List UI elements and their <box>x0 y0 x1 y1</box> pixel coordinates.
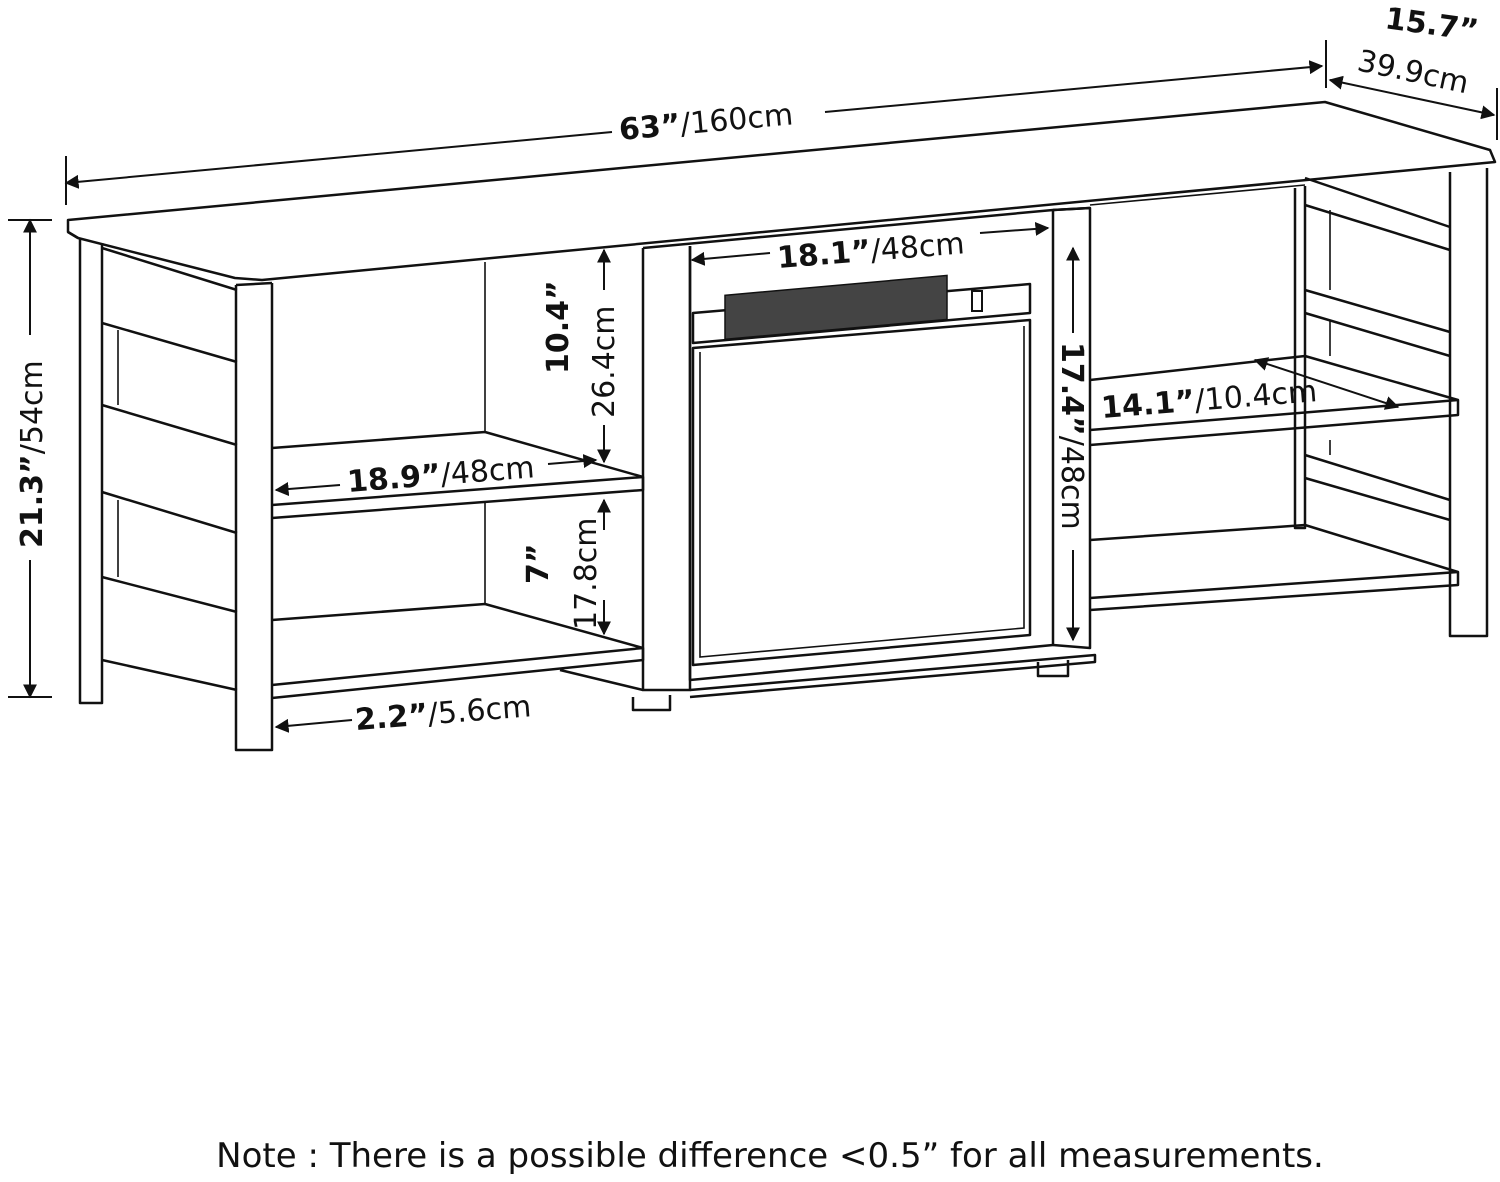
lower-shelf-height-label-inches: 7” <box>521 543 556 584</box>
dimension-lines <box>8 40 1498 733</box>
upper-shelf-height-label-cm: 26.4cm <box>587 305 622 418</box>
fireplace-height-label: 17.4”/48cm <box>1054 342 1089 530</box>
height-label: 21.3”/54cm <box>15 360 50 548</box>
upper-shelf-height-label-inches: 10.4” <box>541 280 576 374</box>
depth-label-cm: 39.9cm <box>1354 44 1471 102</box>
depth-label-inches: 15.7” <box>1383 1 1481 49</box>
tv-stand-illustration <box>66 100 1497 752</box>
lower-shelf-height-label-cm: 17.8cm <box>569 517 604 630</box>
right-shelf-width-label: 14.1”/10.4cm <box>1100 374 1318 426</box>
measurement-note: Note : There is a possible difference <0… <box>216 1136 1324 1176</box>
left-shelf-width-label: 18.9”/48cm <box>346 450 536 500</box>
clearance-label: 2.2”/5.6cm <box>354 689 533 738</box>
fireplace-width-label: 18.1”/48cm <box>776 226 966 276</box>
width-label: 63”/160cm <box>618 97 795 148</box>
